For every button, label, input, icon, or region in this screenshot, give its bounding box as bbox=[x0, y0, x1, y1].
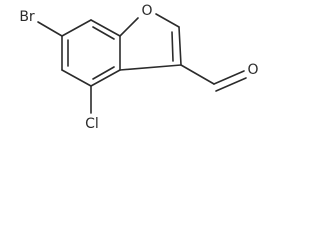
furan-ring bbox=[119, 13, 182, 71]
double-bond-c2-c3 bbox=[171, 31, 174, 62]
benzene-ring bbox=[61, 19, 121, 87]
bond-c6-c7 bbox=[61, 19, 92, 37]
bromine-atom-label: Br bbox=[19, 9, 35, 25]
bond-c3-c3a bbox=[119, 64, 182, 71]
double-bond-cho-o bbox=[215, 77, 247, 92]
bond-c4-c5 bbox=[61, 69, 92, 87]
double-bond-c7-c7a bbox=[92, 26, 115, 40]
bond-c3-cho bbox=[180, 64, 215, 85]
bond-c7-c7a bbox=[90, 19, 121, 37]
bond-c3a-c4 bbox=[90, 69, 121, 87]
bond-cho-o bbox=[213, 70, 245, 85]
chlorine-atom-label: Cl bbox=[85, 116, 99, 132]
ring-oxygen-atom-label: O bbox=[141, 3, 152, 19]
bond-c6-br bbox=[37, 21, 63, 37]
aldehyde-oxygen-atom-label: O bbox=[247, 62, 258, 78]
bond-c2-c3 bbox=[178, 26, 182, 66]
double-bond-c3a-c4 bbox=[92, 66, 115, 80]
bond-c7a-o1 bbox=[119, 17, 139, 37]
chemical-structure-diagram: Br O O Cl bbox=[19, 3, 258, 132]
bond-o1-c2 bbox=[155, 13, 180, 28]
